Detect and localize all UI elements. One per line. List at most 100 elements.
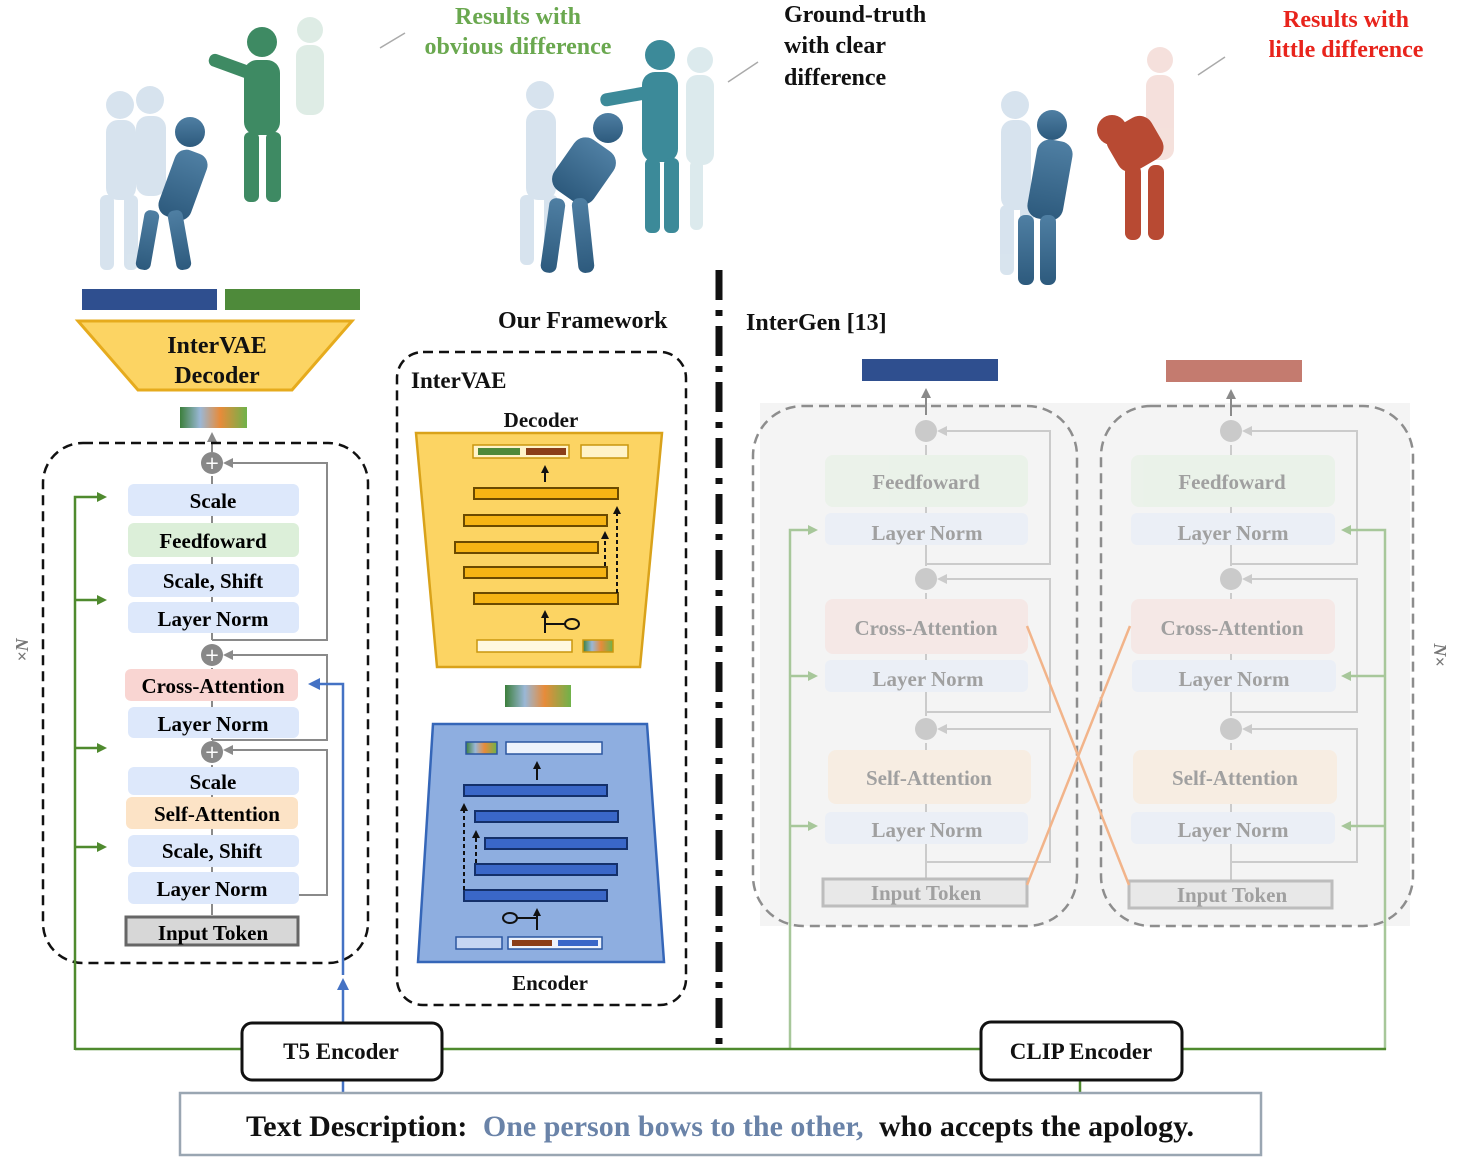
t5-encoder-box: T5 Encoder — [240, 1021, 444, 1082]
input-token-block — [821, 877, 1029, 908]
clip-encoder-box: CLIP Encoder — [979, 1020, 1184, 1082]
layer-norm-label: Layer Norm — [872, 818, 984, 842]
intervae-title: InterVAE — [411, 368, 506, 393]
encoder-layer — [474, 863, 618, 876]
left-repeat-label: ×N — [12, 637, 32, 661]
layer-norm-block — [825, 513, 1028, 545]
scale-shift-label: Scale, Shift — [162, 839, 262, 863]
decoder-label-line-2: Decoder — [174, 363, 260, 389]
layer-norm-label: Layer Norm — [873, 667, 985, 691]
ground-truth-line-2: with clear — [784, 33, 886, 59]
input-token-block — [124, 915, 300, 947]
input-token-label: Input Token — [158, 921, 269, 945]
layer-norm-label: Layer Norm — [158, 607, 270, 631]
annotation-green-result: Results with obvious difference — [379, 4, 612, 60]
latent-token-center — [505, 685, 571, 707]
output-bar-red — [1166, 360, 1302, 382]
feedforward-block — [825, 455, 1028, 507]
feedforward-block — [128, 523, 299, 557]
input-token-label: Input Token — [871, 881, 982, 905]
feedforward-label: Feedfoward — [159, 529, 267, 553]
intergen-branch-right: Feedfoward Layer Norm Cross-Attention La… — [1099, 389, 1415, 1050]
cross-attention-label: Cross-Attention — [1160, 616, 1303, 640]
cross-attention-block — [1131, 599, 1335, 654]
green-result-line-2: obvious difference — [425, 34, 612, 60]
self-attention-block — [828, 750, 1031, 804]
cross-connections — [1025, 625, 1132, 886]
intergen-left-block — [751, 404, 1079, 928]
feedforward-label: Feedfoward — [872, 470, 980, 494]
decoder-layer — [463, 514, 608, 527]
annotation-red-result: Results with little difference — [1197, 7, 1424, 76]
motion-figures-green-result — [100, 17, 324, 270]
layer-norm-block — [128, 872, 299, 904]
output-bar-blue-left — [82, 289, 217, 310]
layer-norm-label: Layer Norm — [1179, 667, 1291, 691]
scale-shift-label: Scale, Shift — [163, 569, 263, 593]
decoder-layer — [463, 566, 608, 579]
red-result-line-1: Results with — [1283, 7, 1409, 33]
svg-text:+: + — [204, 453, 219, 474]
text-description-box: Text Description: One person bows to the… — [178, 1091, 1263, 1157]
residual-add-icon: + — [201, 741, 223, 763]
left-model: InterVAE Decoder ×N + + + Scale Feedfowa — [12, 319, 370, 1092]
layer-norm-block — [128, 602, 299, 633]
motion-figures-ground-truth — [520, 40, 714, 273]
layer-norm-label: Layer Norm — [1178, 818, 1290, 842]
ground-truth-line-1: Ground-truth — [784, 2, 926, 28]
annotation-ground-truth: Ground-truth with clear difference — [727, 2, 926, 91]
intergen-branch-left: Feedfoward Layer Norm Cross-Attention La… — [751, 388, 1079, 1050]
layer-norm-block — [128, 707, 299, 738]
decoder-layer — [473, 487, 619, 500]
layer-norm-block — [1132, 660, 1336, 692]
layer-norm-block — [1131, 513, 1335, 545]
intervae-encoder-label: Encoder — [512, 971, 588, 995]
residual-add-icon: + — [201, 452, 223, 474]
cross-attention-label: Cross-Attention — [141, 674, 284, 698]
layer-norm-label: Layer Norm — [157, 877, 269, 901]
layer-norm-label: Layer Norm — [158, 712, 270, 736]
intervae-decoder-label: Decoder — [504, 408, 579, 432]
left-transformer-block — [41, 441, 370, 965]
clip-encoder-label: CLIP Encoder — [1010, 1039, 1152, 1064]
svg-text:+: + — [204, 742, 219, 763]
feedforward-block — [1131, 455, 1335, 507]
ground-truth-line-3: difference — [784, 65, 887, 91]
text-description-highlight: One person bows to the other, — [483, 1110, 864, 1143]
output-bar-blue-right — [862, 359, 998, 381]
cross-attention-label: Cross-Attention — [854, 616, 997, 640]
text-description-label: Text Description: — [246, 1110, 467, 1143]
motion-figures-red-result — [1000, 47, 1174, 285]
heading-our-framework: Our Framework — [498, 308, 668, 334]
svg-text:+: + — [204, 645, 219, 666]
layer-norm-label: Layer Norm — [1178, 521, 1290, 545]
self-attention-label: Self-Attention — [1172, 766, 1298, 790]
self-attention-block — [1133, 750, 1337, 804]
text-description-rest: who accepts the apology. — [879, 1110, 1194, 1143]
intergen-model: N× — [751, 388, 1450, 1050]
red-result-line-2: little difference — [1269, 37, 1424, 63]
encoder-layer — [484, 837, 628, 850]
self-attention-label: Self-Attention — [154, 802, 280, 826]
layer-norm-block — [825, 660, 1028, 692]
sampling-icon — [502, 912, 537, 924]
scale-block — [128, 484, 299, 516]
intervae-module: InterVAE Decoder — [395, 350, 688, 1007]
heading-intergen: InterGen [13] — [746, 310, 887, 336]
latent-token-left — [180, 407, 247, 428]
encoder-layer — [463, 889, 608, 902]
green-result-line-1: Results with — [455, 4, 581, 30]
self-attention-block — [126, 797, 298, 829]
scale-label: Scale — [190, 770, 237, 794]
cross-attention-block — [825, 599, 1028, 654]
intervae-decoder-block — [74, 319, 356, 392]
self-attention-label: Self-Attention — [866, 766, 992, 790]
encoder-layer — [463, 784, 608, 797]
intervae-container — [395, 350, 688, 1007]
residual-add-icon: + — [201, 644, 223, 666]
cross-attention-block — [125, 669, 298, 701]
layer-norm-block — [1131, 812, 1335, 844]
t5-encoder-label: T5 Encoder — [283, 1039, 399, 1064]
decoder-label-line-1: InterVAE — [167, 333, 267, 359]
